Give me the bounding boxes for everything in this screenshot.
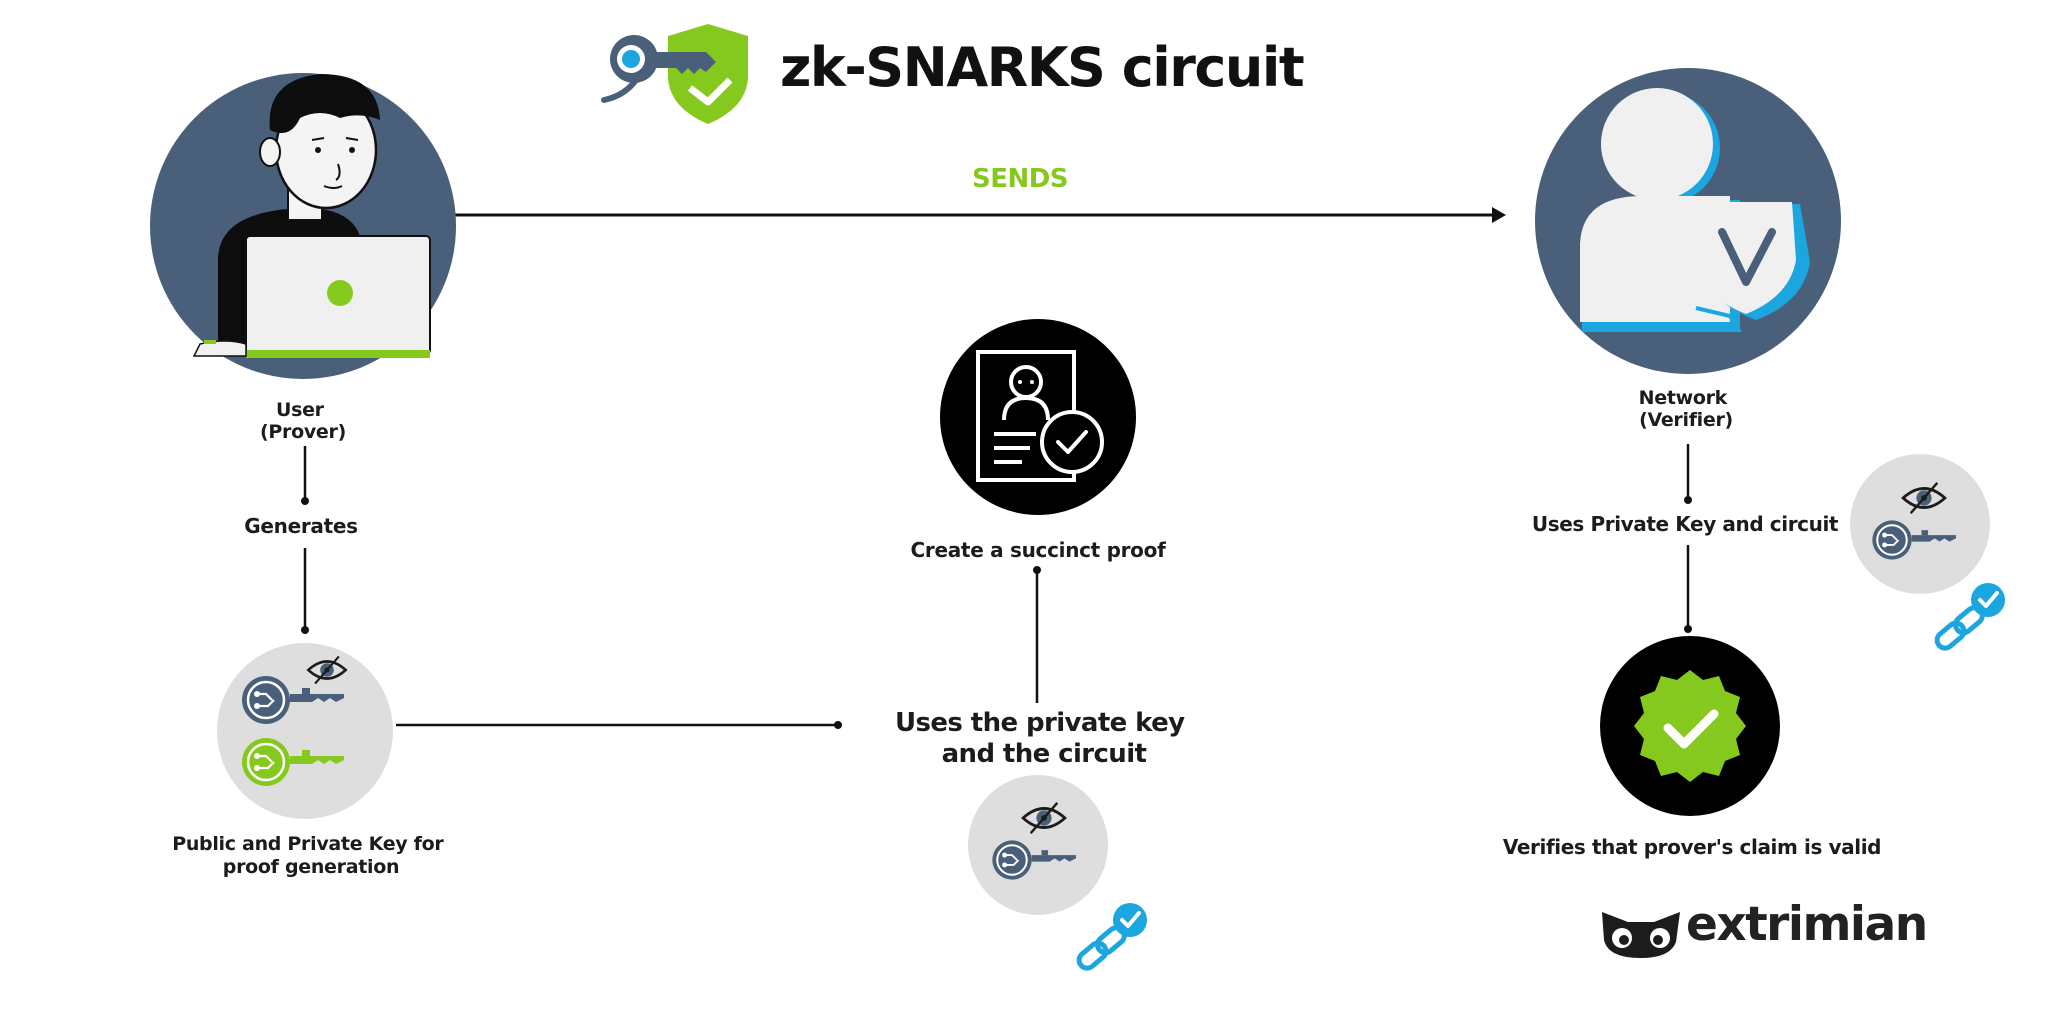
verifies-label: Verifies that prover's claim is valid	[1503, 835, 1881, 859]
badge-check-icon	[1600, 636, 1780, 816]
verifier-shield-icon	[1535, 68, 1841, 374]
keys-node-icon	[217, 643, 393, 819]
edge-network-uses	[1684, 444, 1692, 504]
edge-user-generates	[301, 446, 309, 505]
uses-key-label: Uses the private key and the circuit	[895, 708, 1193, 769]
key-shield-icon	[601, 24, 748, 124]
verifier-uses-node-icon	[1850, 454, 1990, 594]
document-check-icon	[940, 319, 1136, 515]
edge-keys-uses	[396, 721, 842, 729]
verifier-uses-label: Uses Private Key and circuit	[1532, 512, 1839, 536]
brand-name: extrimian	[1686, 897, 1928, 952]
uses-key-node-icon	[968, 775, 1108, 915]
page-title: zk-SNARKS circuit	[780, 36, 1305, 99]
proof-node-label: Create a succinct proof	[911, 538, 1167, 562]
edge-uses-proof	[1033, 566, 1041, 703]
keys-node-label: Public and Private Key for proof generat…	[172, 833, 450, 878]
edge-label-sends: SENDS	[971, 164, 1069, 194]
user-laptop-icon	[150, 73, 456, 379]
link-check-icon	[1076, 903, 1147, 971]
owl-logo-icon	[1602, 912, 1680, 958]
user-node-label: User (Prover)	[260, 399, 346, 443]
link-check-icon	[1934, 583, 2005, 651]
generates-label: Generates	[244, 514, 357, 538]
network-node-label: Network (Verifier)	[1639, 387, 1734, 431]
edge-sends	[452, 207, 1506, 223]
edge-generates-keys	[301, 548, 309, 634]
edge-uses-verifies	[1684, 545, 1692, 633]
